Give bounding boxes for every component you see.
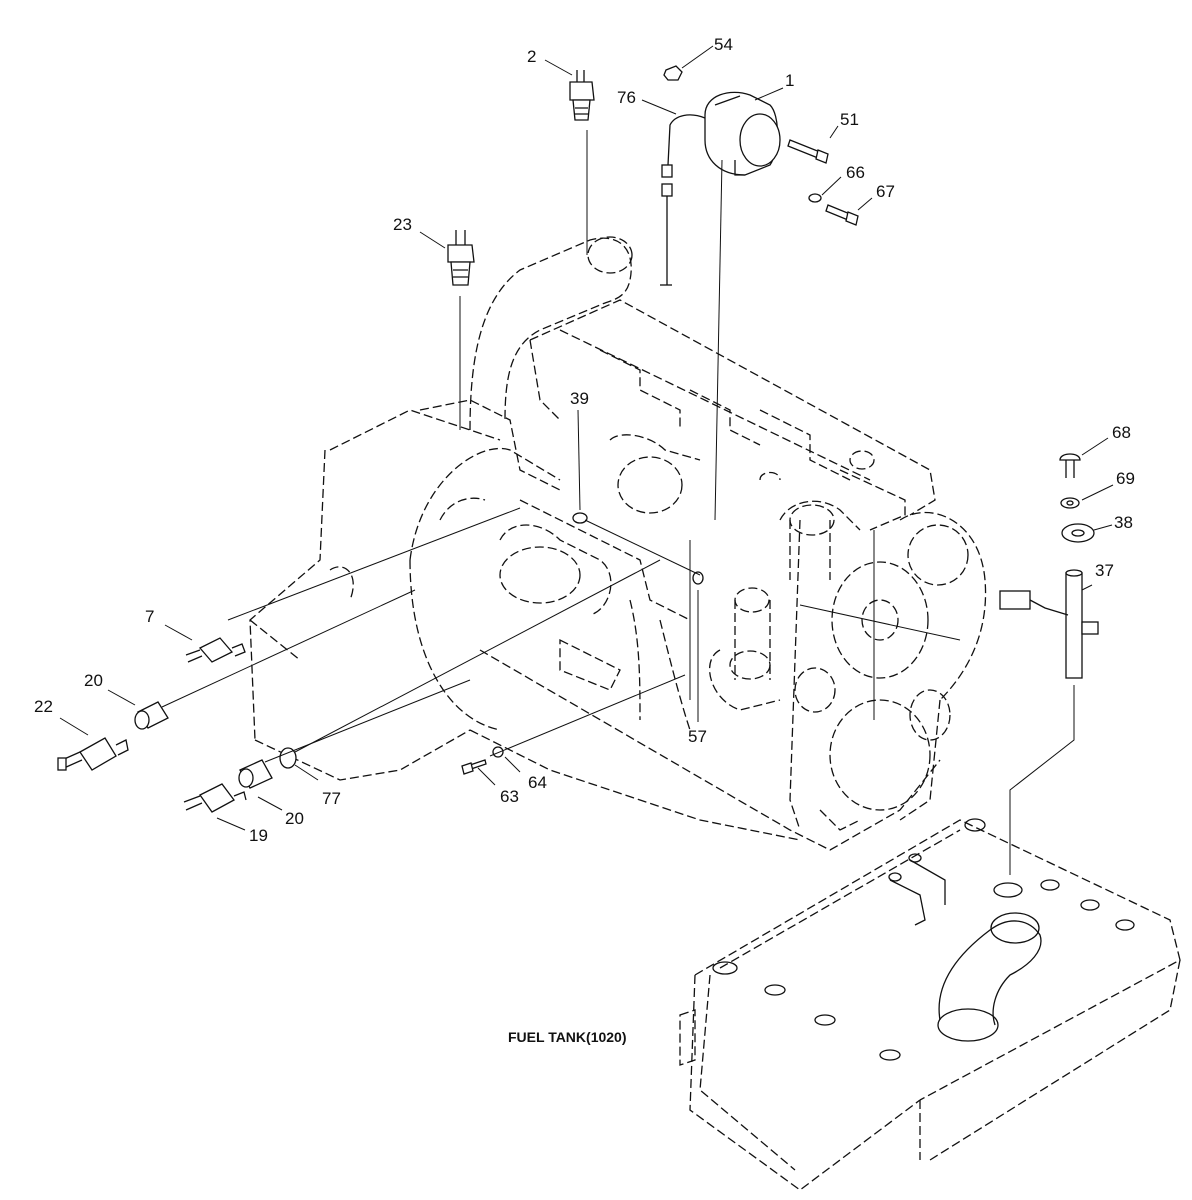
callout-54: 54 [714, 35, 733, 54]
part-1-stop-solenoid [704, 91, 781, 176]
part-69-washer [1060, 497, 1080, 509]
callout-69: 69 [1116, 469, 1135, 488]
callout-66: 66 [846, 163, 865, 182]
callout-7: 7 [145, 607, 154, 626]
part-63-bolt [461, 759, 487, 775]
callout-57: 57 [688, 727, 707, 746]
callout-37: 37 [1095, 561, 1114, 580]
callout-20-upper: 20 [84, 671, 103, 690]
leader-lines [59, 45, 1114, 831]
part-7-sensor [185, 637, 246, 663]
callout-64: 64 [528, 773, 547, 792]
callout-38: 38 [1114, 513, 1133, 532]
part-22-sensor [57, 737, 129, 771]
assembly-lines [161, 130, 1075, 875]
callout-67: 67 [876, 182, 895, 201]
callout-labels: 1 2 7 19 20 20 22 23 37 38 39 51 54 57 6… [34, 35, 1135, 1045]
part-54-nut [663, 65, 683, 81]
part-38-gasket [1061, 523, 1095, 543]
part-57-washer [692, 571, 704, 585]
callout-68: 68 [1112, 423, 1131, 442]
callout-76: 76 [617, 88, 636, 107]
callout-19: 19 [249, 826, 268, 845]
callout-20-lower: 20 [285, 809, 304, 828]
fuel-tank-caption: FUEL TANK(1020) [508, 1029, 627, 1045]
part-20-adapter-upper [134, 701, 169, 730]
part-23-sensor [447, 230, 475, 286]
callout-1: 1 [785, 71, 794, 90]
part-77-plug [279, 747, 297, 769]
callout-77: 77 [322, 789, 341, 808]
part-39-washer [572, 512, 588, 524]
callout-2: 2 [527, 47, 536, 66]
engine-block [249, 236, 987, 851]
part-66-washer [808, 193, 822, 203]
part-2-sensor [569, 70, 595, 121]
part-64-washer [492, 746, 504, 758]
callout-23: 23 [393, 215, 412, 234]
fuel-tank [679, 818, 1181, 1191]
part-67-bolt [825, 204, 859, 226]
part-37-fuel-sender [999, 569, 1099, 679]
part-76-harness [660, 114, 706, 286]
part-51-bolt [787, 139, 829, 164]
part-19-sensor [183, 783, 247, 813]
callout-51: 51 [840, 110, 859, 129]
part-20-adapter-lower [238, 759, 273, 789]
callout-22: 22 [34, 697, 53, 716]
callout-39: 39 [570, 389, 589, 408]
part-68-screw [1059, 453, 1081, 478]
callout-63: 63 [500, 787, 519, 806]
